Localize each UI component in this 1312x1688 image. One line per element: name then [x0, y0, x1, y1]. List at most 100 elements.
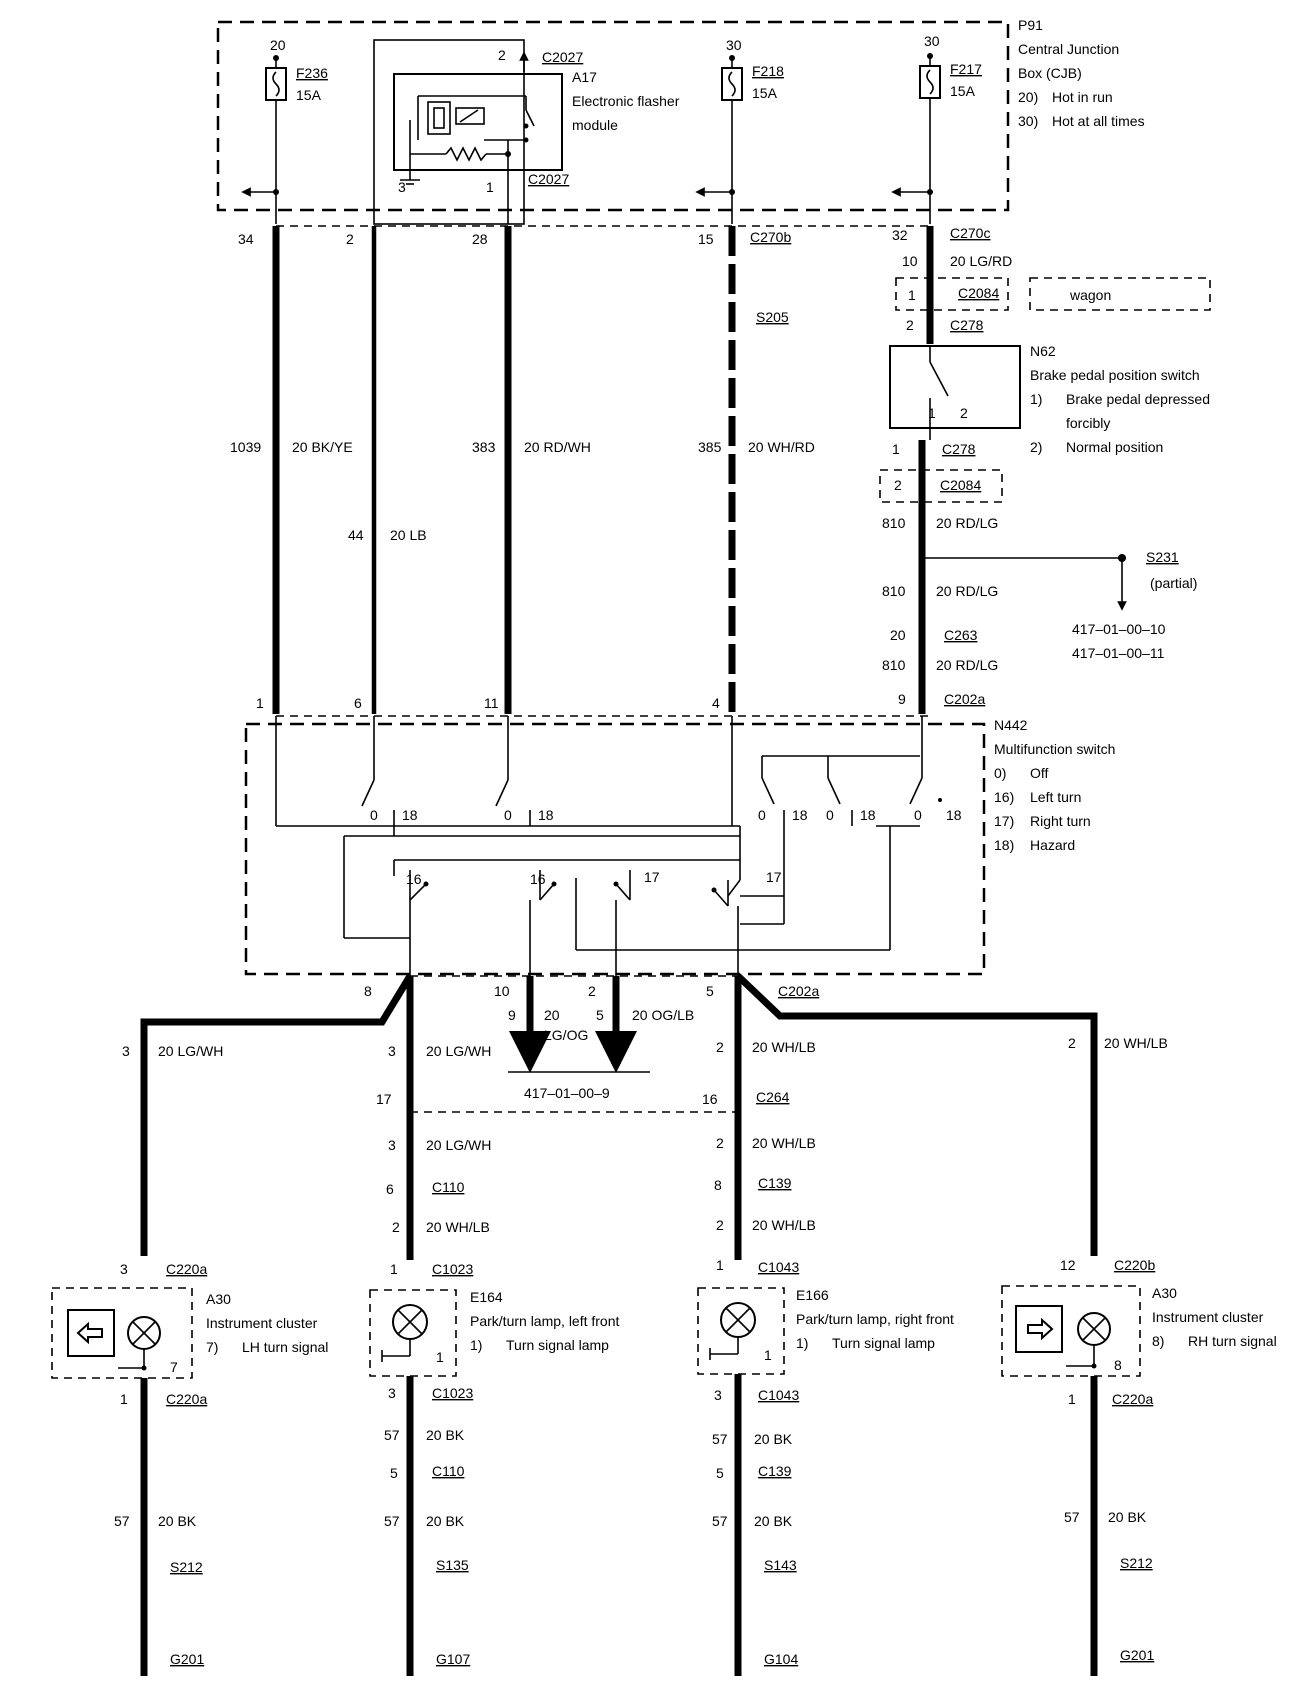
park-turn-lamp-left-front: 1 C1023 1 E164 Park/turn lamp, left fron… — [369, 1261, 620, 1676]
mfs-legend-16: 16) — [994, 789, 1014, 805]
fuse-f236-id: F236 — [296, 65, 328, 81]
rf-splice: S143 — [764, 1557, 797, 1573]
lf-lamp-name: Park/turn lamp, left front — [470, 1313, 620, 1329]
lh-circuit-3: 3 — [122, 1043, 130, 1059]
rf-lamp-pin-inner: 1 — [764, 1347, 772, 1363]
rf-c139-pin: 5 — [716, 1465, 724, 1481]
flasher-name-line1: Electronic flasher — [572, 93, 680, 109]
rh-cluster-pin-bot: 1 — [1068, 1391, 1076, 1407]
flasher-id: A17 — [572, 69, 597, 85]
lf-gnd1-wire: 20 BK — [426, 1427, 465, 1443]
brake-switch-pin-2: 2 — [960, 405, 968, 421]
lf-lamp-conn-top: C1023 — [432, 1261, 473, 1277]
instrument-cluster-lh: 3 C220a 7 A30 Instrument cluster 7) LH t… — [51, 1261, 328, 1676]
circuit-1039: 1039 — [230, 439, 261, 455]
conn-c2084-top: C2084 — [958, 285, 999, 301]
lh-ground: G201 — [170, 1651, 204, 1667]
central-junction-box: P91 Central Junction Box (CJB) 20) Hot i… — [216, 17, 1145, 212]
rf-lamp-item: 1) — [796, 1335, 808, 1351]
circuit-383: 383 — [472, 439, 496, 455]
lh-cluster-name: Instrument cluster — [206, 1315, 318, 1331]
ref-417-01-00-10: 417–01–00–10 — [1072, 621, 1166, 637]
lf-lamp-item: 1) — [470, 1337, 482, 1353]
mfs-pos-16-b: 16 — [530, 871, 546, 887]
rf2-wire-whlb: 20 WH/LB — [752, 1135, 816, 1151]
lf-c110-pin: 5 — [390, 1465, 398, 1481]
rh-circuit-2: 2 — [1068, 1035, 1076, 1051]
lf-lamp-pin-top: 1 — [390, 1261, 398, 1277]
brake-circuit-810-a: 810 — [882, 515, 906, 531]
lower-harness: 8 10 2 5 C202a 3 20 LG/WH 3 20 LG/WH 9 2… — [122, 973, 1168, 1260]
mfs-pin-4: 4 — [712, 695, 720, 711]
brake-switch-pin-1: 1 — [928, 405, 936, 421]
conn-c278-top: C278 — [950, 317, 984, 333]
lh-cluster-pin-top: 3 — [120, 1261, 128, 1277]
lh-cluster-item-text: LH turn signal — [242, 1339, 328, 1355]
lh-cluster-item: 7) — [206, 1339, 218, 1355]
c202a-pin-8: 8 — [364, 983, 372, 999]
mfs-pin-6: 6 — [354, 695, 362, 711]
lf-gnd2-circuit: 57 — [384, 1513, 400, 1529]
mfs-pos-0-e: 0 — [914, 807, 922, 823]
c110-pin-6: 6 — [386, 1181, 394, 1197]
rf-c139-conn: C139 — [758, 1463, 792, 1479]
brake-circuit-810-b: 810 — [882, 583, 906, 599]
rh-cluster-conn-top: C220b — [1114, 1257, 1155, 1273]
fuse-f236-feed: 20 — [270, 37, 286, 53]
lf-lamp-id: E164 — [470, 1289, 503, 1305]
wire-20bkye: 20 BK/YE — [292, 439, 353, 455]
rf-gnd2-wire: 20 BK — [754, 1513, 793, 1529]
lf-circuit-3: 3 — [388, 1043, 396, 1059]
rf3-circuit-2: 2 — [716, 1217, 724, 1233]
lh-cluster-id: A30 — [206, 1291, 231, 1307]
lf3-wire-whlb: 20 WH/LB — [426, 1219, 490, 1235]
splice-s231: S231 — [1146, 549, 1179, 565]
mfs-legend-17: 17) — [994, 813, 1014, 829]
mfs-pos-17-b: 17 — [766, 869, 782, 885]
lh-arrow-icon — [76, 1321, 103, 1345]
conn-c270b: C270b — [750, 229, 791, 245]
flasher-module-a17: 2 C2027 A17 Electronic flasher module 3 … — [373, 39, 680, 225]
fuse-f217: 30 F217 15A — [891, 33, 982, 224]
brake-note-1-text-2: forcibly — [1066, 415, 1110, 431]
fuse-f236-rating: 15A — [296, 87, 322, 103]
conn-c270c: C270c — [950, 225, 990, 241]
rh-cluster-name: Instrument cluster — [1152, 1309, 1264, 1325]
rh-arrow-icon — [1027, 1317, 1054, 1341]
mfs-pos-18-c: 18 — [792, 807, 808, 823]
brake-note-1-text-1: Brake pedal depressed — [1066, 391, 1210, 407]
lf2-circuit-3: 3 — [388, 1137, 396, 1153]
mfs-pos-17-a: 17 — [644, 869, 660, 885]
cjb-legend-30: 30) — [1018, 113, 1038, 129]
lf3-circuit-2: 2 — [392, 1219, 400, 1235]
mfs-legend-16-text: Left turn — [1030, 789, 1081, 805]
flasher-conn-bottom: C2027 — [528, 171, 569, 187]
conn-c110-top: C110 — [432, 1179, 465, 1195]
fuse-f217-feed: 30 — [924, 33, 940, 49]
brake-switch-id: N62 — [1030, 343, 1056, 359]
circuit-44: 44 — [348, 527, 364, 543]
brake-circuit-10: 10 — [902, 253, 918, 269]
flasher-pin-1: 1 — [486, 179, 494, 195]
brake-wire-rdlg-b: 20 RD/LG — [936, 583, 998, 599]
lh-cluster-conn-top: C220a — [166, 1261, 207, 1277]
fuse-f218-rating: 15A — [752, 85, 778, 101]
rf-lamp-id: E166 — [796, 1287, 829, 1303]
cjb-id: P91 — [1018, 17, 1043, 33]
brake-circuit-810-c: 810 — [882, 657, 906, 673]
rh-wire-whlb: 20 WH/LB — [1104, 1035, 1168, 1051]
rh-splice: S212 — [1120, 1555, 1153, 1571]
rh-gnd-circuit: 57 — [1064, 1509, 1080, 1525]
lh-splice: S212 — [170, 1559, 203, 1575]
mfs-pos-18-b: 18 — [538, 807, 554, 823]
brake-wire-rdlg-a: 20 RD/LG — [936, 515, 998, 531]
c202a-pin-10: 10 — [494, 983, 510, 999]
cjb-legend-30-text: Hot at all times — [1052, 113, 1145, 129]
rf-gnd2-circuit: 57 — [712, 1513, 728, 1529]
instrument-cluster-rh: 12 C220b 8 A30 Instrument cluster 8) RH … — [1001, 1257, 1277, 1676]
conn-c263: C263 — [944, 627, 978, 643]
mfs-pos-0-b: 0 — [504, 807, 512, 823]
c202a-pin-2: 2 — [588, 983, 596, 999]
brake-note-2: 2) — [1030, 439, 1042, 455]
